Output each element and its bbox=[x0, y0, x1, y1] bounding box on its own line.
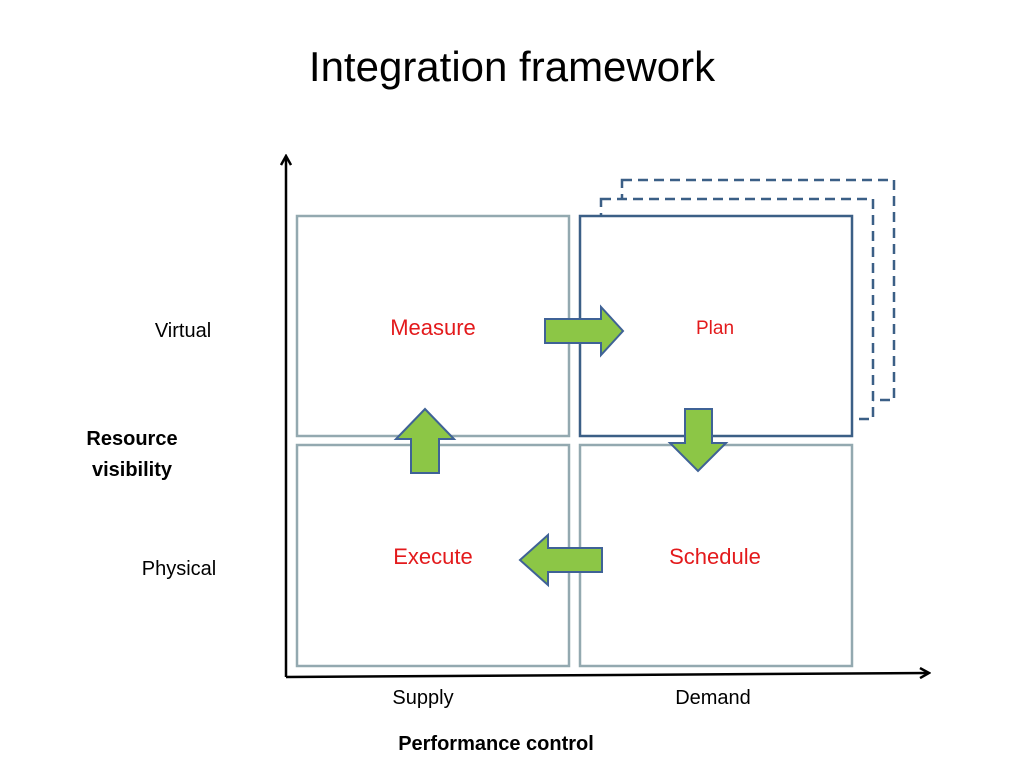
schedule-box bbox=[578, 443, 854, 668]
x-label-supply: Supply bbox=[392, 687, 453, 709]
down-arrow-icon bbox=[667, 408, 729, 473]
x-axis bbox=[285, 673, 929, 677]
plan-label: Plan bbox=[696, 318, 734, 339]
page-title: Integration framework bbox=[308, 43, 716, 90]
left-arrow-icon bbox=[518, 532, 603, 588]
y-label-physical: Physical bbox=[142, 558, 216, 580]
x-label-demand: Demand bbox=[675, 687, 751, 709]
x-axis-title: Performance control bbox=[398, 733, 594, 755]
right-arrow-icon bbox=[544, 304, 625, 358]
execute-label: Execute bbox=[393, 544, 473, 569]
y-axis-title-line2: visibility bbox=[92, 459, 173, 481]
measure-box bbox=[295, 214, 571, 438]
schedule-label: Schedule bbox=[669, 544, 761, 569]
up-arrow-icon bbox=[393, 407, 457, 474]
y-axis-title-line1: Resource bbox=[86, 428, 177, 450]
plan-box bbox=[578, 214, 854, 438]
measure-label: Measure bbox=[390, 315, 476, 340]
y-label-virtual: Virtual bbox=[155, 320, 211, 342]
